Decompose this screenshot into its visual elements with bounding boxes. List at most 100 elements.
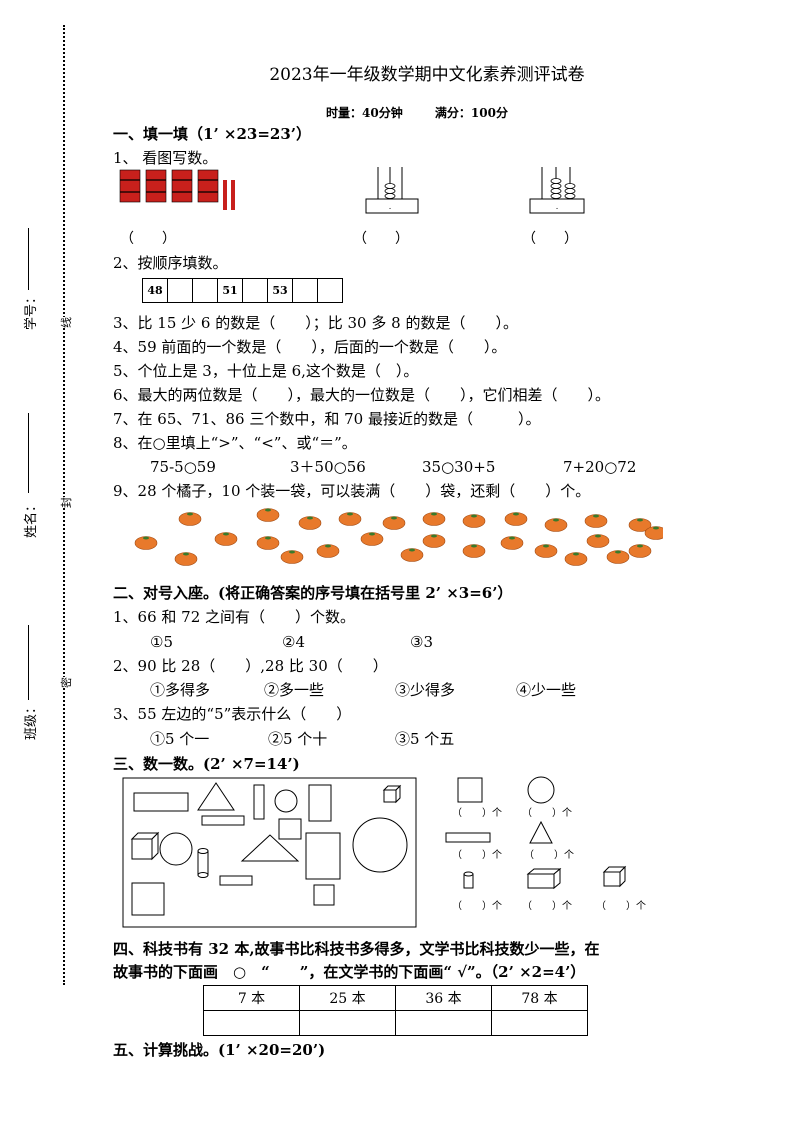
- orange-icon: [586, 534, 610, 548]
- q1-8: 8、在○里填上“>”、“<”、或“＝”。: [113, 434, 357, 452]
- q1-1: 1、 看图写数。: [113, 149, 218, 167]
- seal-xian: 线: [58, 317, 74, 328]
- option[interactable]: ④少一些: [516, 681, 577, 699]
- seq-cell[interactable]: [167, 278, 193, 303]
- orange-icon: [504, 512, 528, 526]
- book-count-cell: 78 本: [491, 985, 588, 1011]
- mark-cell[interactable]: [491, 1010, 588, 1036]
- orange-icon: [400, 548, 424, 562]
- abacus-icon: .: [365, 167, 419, 214]
- orange-icon: [178, 512, 202, 526]
- answer-blank[interactable]: （ ）: [120, 231, 176, 247]
- q2-2: 2、90 比 28（ ）,28 比 30（ ）: [113, 657, 388, 675]
- seq-cell[interactable]: 53: [267, 278, 293, 303]
- book-count-cell: 36 本: [395, 985, 492, 1011]
- seq-cell[interactable]: [242, 278, 268, 303]
- name-label: 姓名：: [24, 498, 39, 538]
- section-4-line1: 四、科技书有 32 本,故事书比科技书多得多，文学书比科技数少一些，在: [113, 940, 600, 958]
- name-blank: [28, 413, 29, 493]
- orange-icon: [298, 516, 322, 530]
- option[interactable]: ③少得多: [395, 681, 456, 699]
- option[interactable]: ①5: [150, 633, 173, 651]
- orange-icon: [644, 526, 663, 540]
- section-4-line2: 故事书的下面画 ○ “ ”，在文学书的下面画“ √”。（2’ ×2=4’）: [113, 963, 586, 981]
- seal-mi: 密: [58, 677, 74, 688]
- option[interactable]: ①多得多: [150, 681, 211, 699]
- mark-cell[interactable]: [203, 1010, 300, 1036]
- section-1-title: 一、填一填（1’ ×23=23’）: [113, 125, 311, 143]
- student-no-label: 学号：: [24, 290, 39, 330]
- orange-icon: [316, 544, 340, 558]
- orange-icon: [462, 544, 486, 558]
- orange-icon: [256, 536, 280, 550]
- orange-icon: [628, 544, 652, 558]
- orange-icon: [584, 514, 608, 528]
- count-blank[interactable]: （ ）个: [452, 850, 502, 861]
- seq-cell[interactable]: [192, 278, 218, 303]
- q1-6: 6、最大的两位数是（ ），最大的一位数是（ ），它们相差（ ）。: [113, 386, 611, 404]
- option[interactable]: ③5 个五: [395, 730, 455, 748]
- section-5-title: 五、计算挑战。(1’ ×20=20’): [113, 1041, 326, 1059]
- section-2-title: 二、对号入座。(将正确答案的序号填在括号里 2’ ×3=6’）: [113, 584, 513, 602]
- mark-cell[interactable]: [299, 1010, 396, 1036]
- shape-legend: [445, 776, 627, 890]
- seq-cell[interactable]: 51: [217, 278, 243, 303]
- q1-4: 4、59 前面的一个数是（ ），后面的一个数是（ ）。: [113, 338, 507, 356]
- exam-info: 时量：40分钟 满分：100分: [0, 104, 794, 121]
- orange-icon: [500, 536, 524, 550]
- q2-1: 1、66 和 72 之间有（ ）个数。: [113, 608, 356, 626]
- option[interactable]: ③3: [410, 633, 433, 651]
- mark-cell[interactable]: [395, 1010, 492, 1036]
- compare-b: 3＋50○56: [290, 458, 366, 476]
- count-blank[interactable]: （ ）个: [522, 808, 572, 819]
- orange-icon: [360, 532, 384, 546]
- count-blank[interactable]: （ ）个: [522, 901, 572, 912]
- count-blank[interactable]: （ ）个: [452, 901, 502, 912]
- orange-icon: [422, 512, 446, 526]
- section-3-title: 三、数一数。(2’ ×7=14’): [113, 755, 300, 773]
- compare-d: 7+20○72: [563, 458, 637, 476]
- class-label: 班级：: [24, 700, 39, 740]
- orange-icon: [462, 514, 486, 528]
- stick-bundles-icon: [119, 169, 235, 210]
- count-blank[interactable]: （ ）个: [452, 808, 502, 819]
- abacus-icon: .: [529, 167, 585, 214]
- student-no-blank: [28, 228, 29, 290]
- orange-icon: [606, 550, 630, 564]
- compare-a: 75-5○59: [150, 458, 216, 476]
- orange-icon: [214, 532, 238, 546]
- books-table: 7 本 25 本 36 本 78 本: [203, 985, 588, 1036]
- page-title: 2023年一年级数学期中文化素养测评试卷: [269, 65, 585, 85]
- answer-blank[interactable]: （ ）: [353, 231, 409, 247]
- orange-icon: [534, 544, 558, 558]
- q2-3: 3、55 左边的“5”表示什么（ ）: [113, 705, 352, 723]
- option[interactable]: ②5 个十: [268, 730, 328, 748]
- orange-icon: [564, 552, 588, 566]
- orange-icon: [628, 518, 652, 532]
- svg-text:.: .: [389, 202, 392, 211]
- count-blank[interactable]: （ ）个: [596, 901, 646, 912]
- time-limit: 时量：40分钟: [326, 106, 403, 120]
- seq-cell[interactable]: [317, 278, 343, 303]
- orange-icon: [134, 536, 158, 550]
- class-blank: [28, 625, 29, 700]
- seq-cell[interactable]: [292, 278, 318, 303]
- orange-icon: [174, 552, 198, 566]
- option[interactable]: ①5 个一: [150, 730, 210, 748]
- svg-text:.: .: [556, 202, 559, 211]
- q1-3: 3、比 15 少 6 的数是（ ）；比 30 多 8 的数是（ ）。: [113, 314, 518, 332]
- q1-7: 7、在 65、71、86 三个数中，和 70 最接近的数是（ ）。: [113, 410, 541, 428]
- option[interactable]: ②4: [282, 633, 305, 651]
- compare-c: 35○30+5: [422, 458, 496, 476]
- count-blank[interactable]: （ ）个: [524, 850, 574, 861]
- answer-blank[interactable]: （ ）: [522, 231, 578, 247]
- q1-2: 2、按顺序填数。: [113, 254, 228, 272]
- oranges-illustration: [134, 508, 663, 566]
- orange-icon: [544, 518, 568, 532]
- orange-icon: [422, 534, 446, 548]
- option[interactable]: ②多一些: [264, 681, 325, 699]
- seq-cell[interactable]: 48: [142, 278, 168, 303]
- full-score: 满分：100分: [434, 106, 508, 120]
- shapes-box: [122, 777, 417, 928]
- orange-icon: [382, 516, 406, 530]
